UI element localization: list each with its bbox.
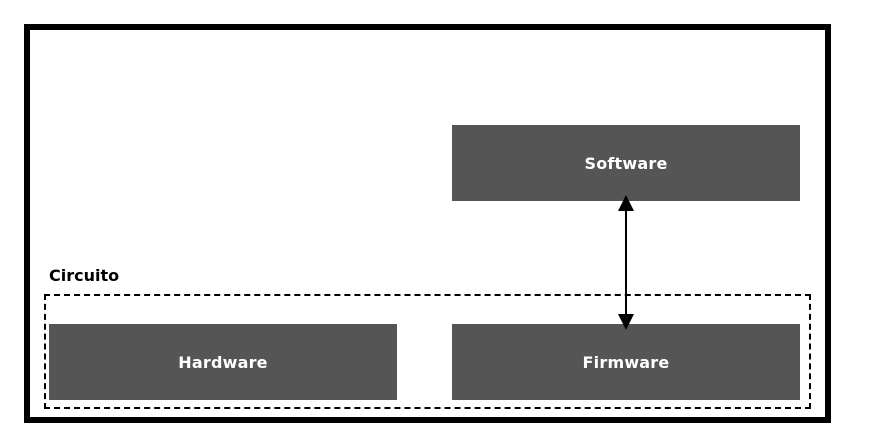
hardware-node-label: Hardware	[178, 352, 268, 372]
circuito-group-boundary	[44, 294, 811, 409]
firmware-node: Firmware	[452, 324, 800, 400]
software-node-label: Software	[584, 153, 668, 173]
hardware-node: Hardware	[49, 324, 397, 400]
software-node: Software	[452, 125, 800, 201]
firmware-node-label: Firmware	[582, 352, 670, 372]
circuito-group-label: Circuito	[49, 266, 120, 285]
